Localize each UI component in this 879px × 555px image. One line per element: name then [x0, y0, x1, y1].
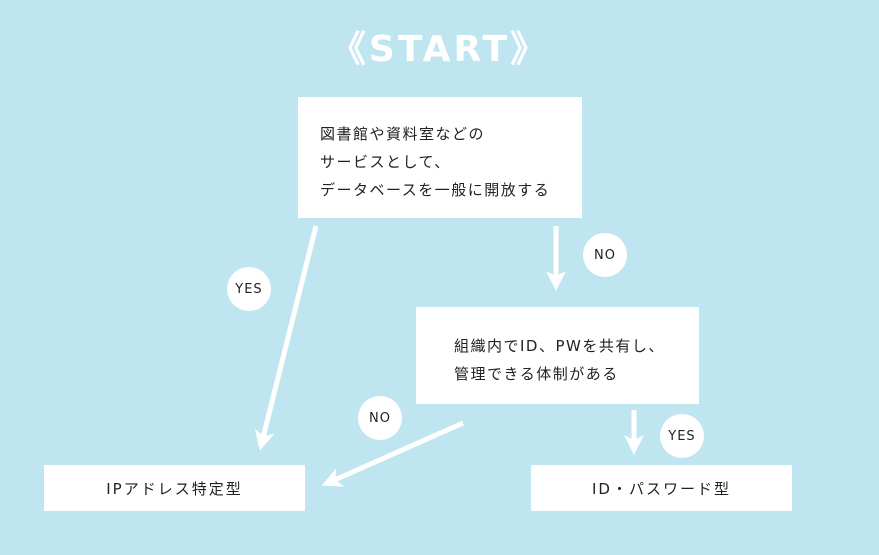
question-box-2: 組織内でID、PWを共有し、 管理できる体制がある: [416, 307, 699, 404]
question-1-line: サービスとして、: [320, 153, 451, 171]
result-box-ip: IPアドレス特定型: [44, 465, 305, 511]
yes-badge-q1: YES: [227, 267, 271, 311]
start-title: 《START》: [329, 29, 550, 70]
question-1-line: 図書館や資料室などの: [320, 125, 486, 143]
arrow-q1-yes: [254, 225, 319, 451]
no-badge-q2: NO: [358, 396, 402, 440]
question-box-1: 図書館や資料室などの サービスとして、 データベースを一般に開放する: [298, 97, 582, 218]
result-ip-label: IPアドレス特定型: [106, 479, 243, 498]
result-idpw-label: ID・パスワード型: [592, 479, 731, 498]
question-2-line: 組織内でID、PWを共有し、: [454, 337, 665, 355]
arrow-q2-no: [321, 420, 465, 487]
no-badge-q1: NO: [583, 233, 627, 277]
result-box-idpw: ID・パスワード型: [531, 465, 792, 511]
question-1-line: データベースを一般に開放する: [320, 181, 551, 199]
yes-badge-q2: YES: [660, 414, 704, 458]
question-2-line: 管理できる体制がある: [454, 365, 619, 383]
